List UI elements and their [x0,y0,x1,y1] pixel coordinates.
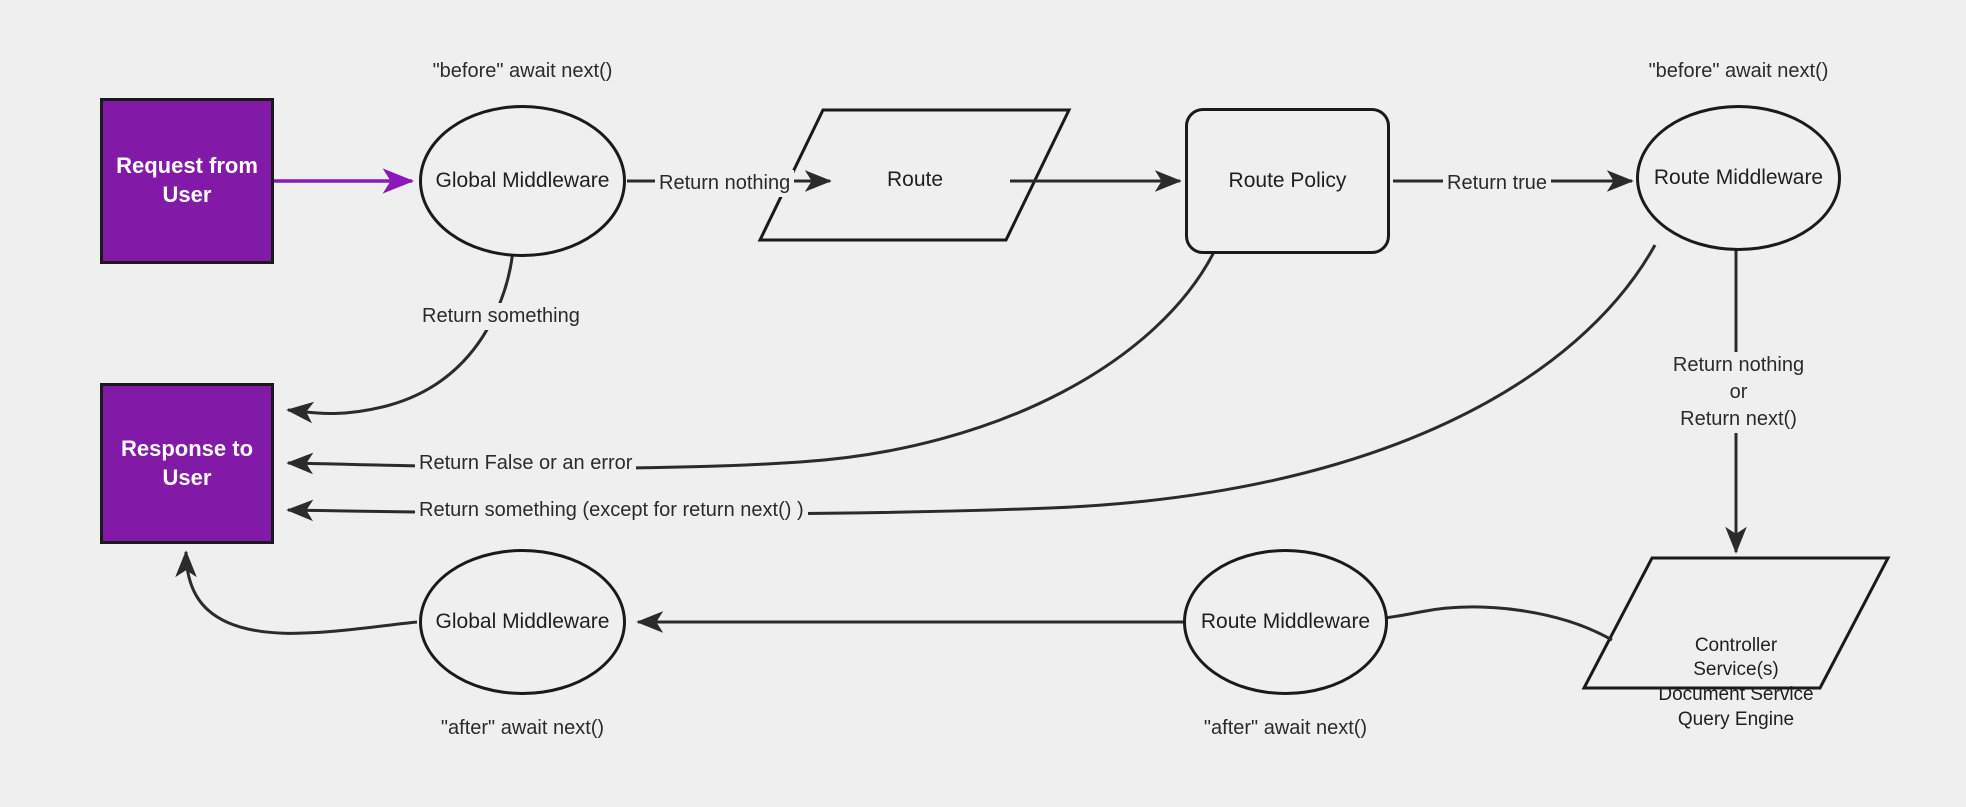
annotation-after-await-next-global: "after" await next() [419,717,626,740]
edge-label-return-something-text: Return something [422,305,580,327]
node-request-from-user[interactable]: Request from User [100,98,274,264]
node-route-policy-label: Route Policy [1228,169,1347,193]
edge-route-policy-return-false [286,249,1217,475]
node-route-middleware-top[interactable]: Route Middleware [1636,105,1841,251]
edge-label-return-something-except-next: Return something (except for return next… [415,497,808,524]
edge-label-return-nothing-or-next-line-2: or [1729,381,1748,403]
annotation-before-await-next-global-text: "before" await next() [432,60,613,82]
node-request-from-user-label: Request from User [116,153,258,207]
edge-label-return-nothing-or-next-line-3: Return next() [1680,408,1797,430]
edge-label-return-something-except-next-text: Return something (except for return next… [419,499,804,521]
annotation-after-await-next-global-text: "after" await next() [440,717,605,739]
node-route-middleware-top-label: Route Middleware [1653,166,1824,190]
node-controller-line-3: Document Service [1658,684,1814,705]
node-controller-line-2: Service(s) [1693,659,1779,681]
annotation-after-await-next-route: "after" await next() [1183,717,1388,740]
annotation-before-await-next-global: "before" await next() [419,60,626,83]
node-route-middleware-bottom[interactable]: Route Middleware [1183,549,1388,695]
node-controller-line-4: Query Engine [1677,708,1795,730]
node-route[interactable]: Route [820,150,1010,210]
edge-label-return-true: Return true [1443,170,1552,197]
node-controller-stack[interactable]: Controller Service(s) Document Service Q… [1628,622,1844,744]
edge-label-return-false-or-error-text: Return False or an error [419,452,633,474]
edge-label-return-true-text: Return true [1447,172,1548,194]
node-global-middleware-top[interactable]: Global Middleware [419,105,626,257]
node-controller-line-1: Controller [1694,634,1778,656]
annotation-before-await-next-route: "before" await next() [1636,60,1841,83]
node-response-to-user-label: Response to User [120,435,254,490]
node-global-middleware-top-label: Global Middleware [435,169,610,193]
edge-label-return-nothing-text: Return nothing [659,172,791,194]
node-global-middleware-bottom[interactable]: Global Middleware [419,549,626,695]
edge-label-return-nothing-or-next-line-1: Return nothing [1672,354,1805,376]
annotation-before-await-next-route-text: "before" await next() [1648,60,1829,82]
edge-label-return-nothing-or-next: Return nothing or Return next() [1636,352,1841,433]
node-route-middleware-bottom-label: Route Middleware [1200,610,1371,634]
node-response-to-user[interactable]: Response to User [100,383,274,544]
edge-global-middleware-return-something [286,249,515,424]
edge-global-middleware-bottom-to-response [175,550,418,635]
node-route-policy[interactable]: Route Policy [1185,108,1390,254]
edge-label-return-nothing: Return nothing [655,170,795,197]
edge-label-return-false-or-error: Return False or an error [415,450,637,477]
node-global-middleware-bottom-label: Global Middleware [435,610,610,634]
node-route-label: Route [886,168,944,192]
edge-label-return-something: Return something [418,303,584,330]
annotation-after-await-next-route-text: "after" await next() [1203,717,1368,739]
